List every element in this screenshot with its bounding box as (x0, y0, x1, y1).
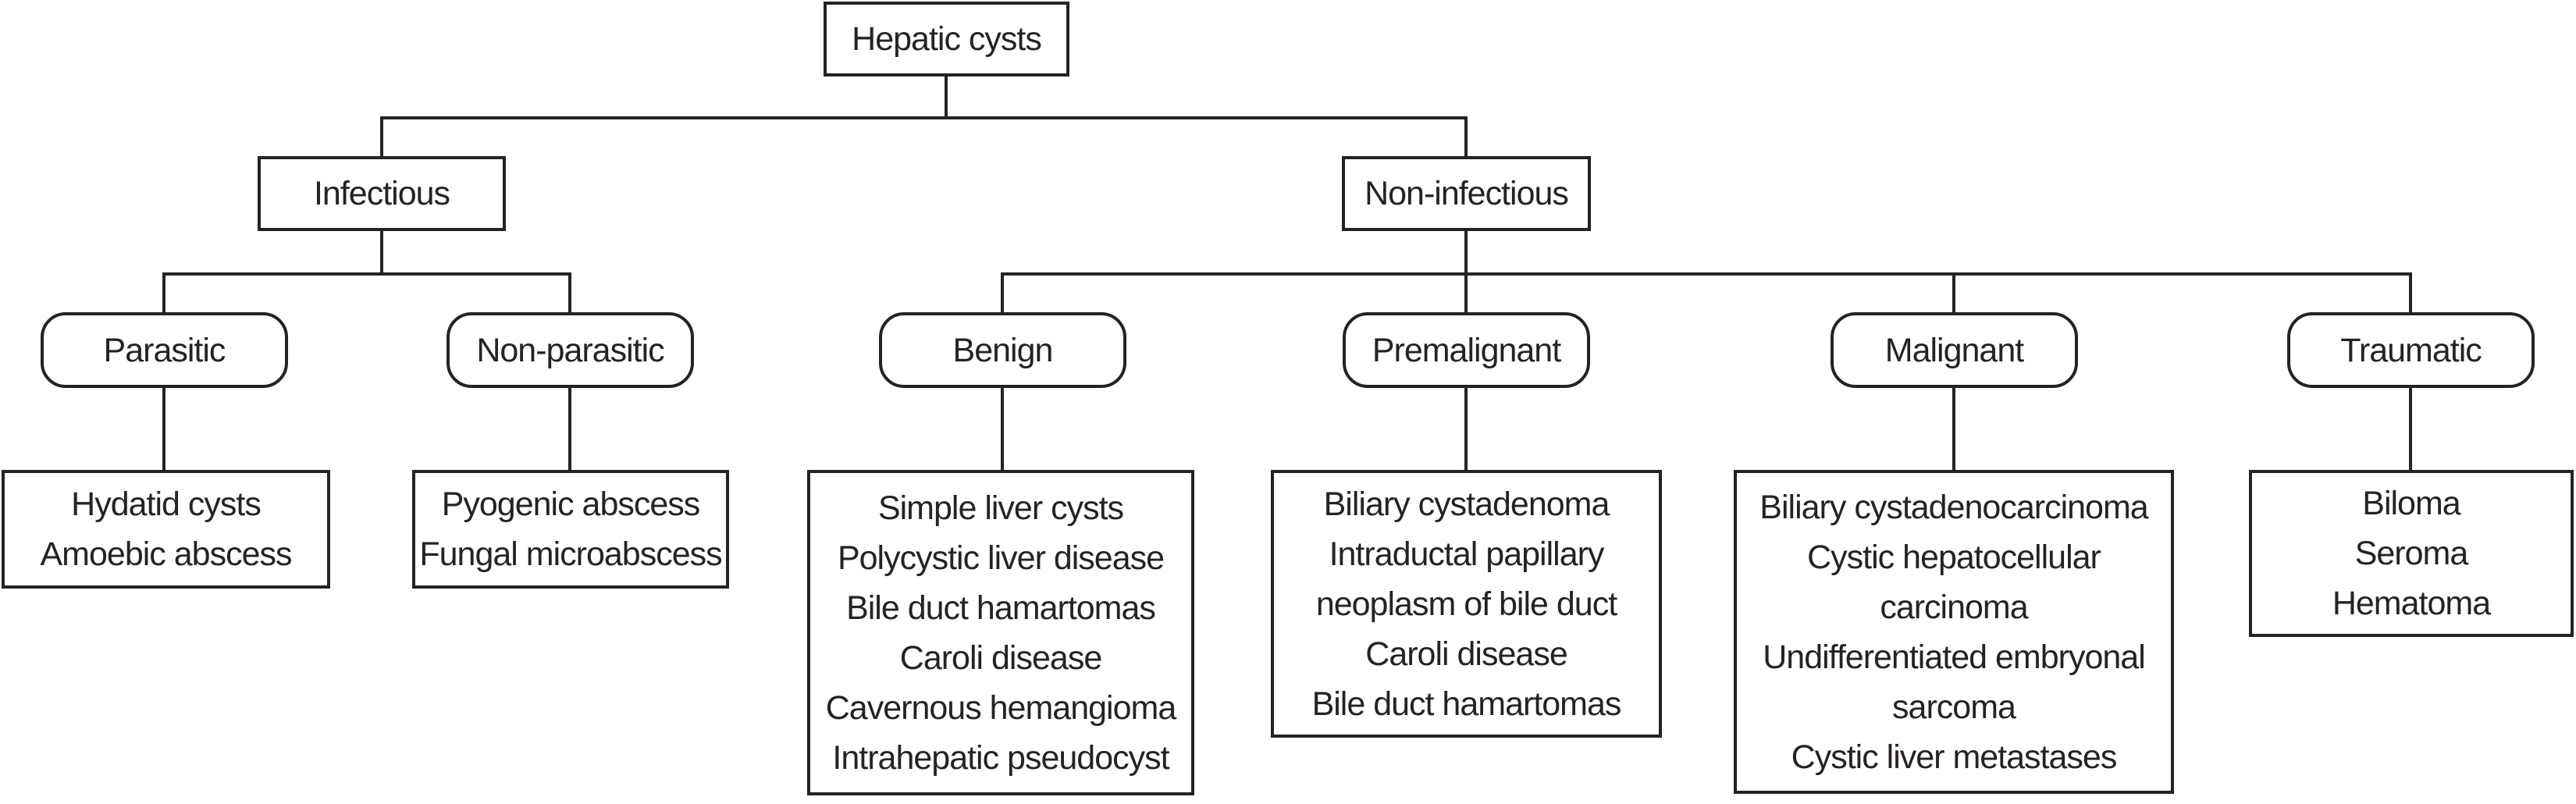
connector-line (1001, 272, 2412, 276)
node-non-infectious: Non-infectious (1342, 156, 1591, 231)
connector-line (162, 386, 165, 471)
connector-line (2409, 274, 2412, 314)
category-pill-parasitic: Parasitic (41, 312, 288, 388)
connector-line (380, 118, 383, 158)
connector-line (380, 116, 1468, 119)
category-pill-non-parasitic: Non-parasitic (447, 312, 694, 388)
connector-line (568, 274, 571, 314)
leaf-list-parasitic: Hydatid cysts Amoebic abscess (2, 470, 330, 589)
connector-line (1952, 274, 1955, 314)
connector-line (380, 229, 383, 276)
connector-line (1001, 274, 1004, 314)
connector-line (162, 274, 165, 314)
category-pill-benign: Benign (879, 312, 1126, 388)
node-infectious: Infectious (258, 156, 506, 231)
connector-line (945, 76, 948, 119)
leaf-list-non-parasitic: Pyogenic abscess Fungal microabscess (412, 470, 729, 589)
leaf-list-malignant: Biliary cystadenocarcinoma Cystic hepato… (1734, 470, 2174, 794)
connector-line (1464, 118, 1468, 158)
leaf-list-benign: Simple liver cysts Polycystic liver dise… (807, 470, 1194, 795)
connector-line (568, 386, 571, 471)
connector-line (1464, 386, 1468, 471)
category-pill-premalignant: Premalignant (1343, 312, 1590, 388)
connector-line (1464, 229, 1468, 276)
category-pill-traumatic: Traumatic (2287, 312, 2535, 388)
leaf-list-premalignant: Biliary cystadenoma Intraductal papillar… (1271, 470, 1662, 738)
node-hepatic-cysts: Hepatic cysts (824, 2, 1069, 76)
connector-line (1001, 386, 1004, 471)
category-pill-malignant: Malignant (1831, 312, 2078, 388)
connector-line (162, 272, 571, 276)
connector-line (1952, 386, 1955, 471)
connector-line (2409, 386, 2412, 471)
leaf-list-traumatic: Biloma Seroma Hematoma (2249, 470, 2574, 637)
connector-line (1464, 274, 1468, 314)
